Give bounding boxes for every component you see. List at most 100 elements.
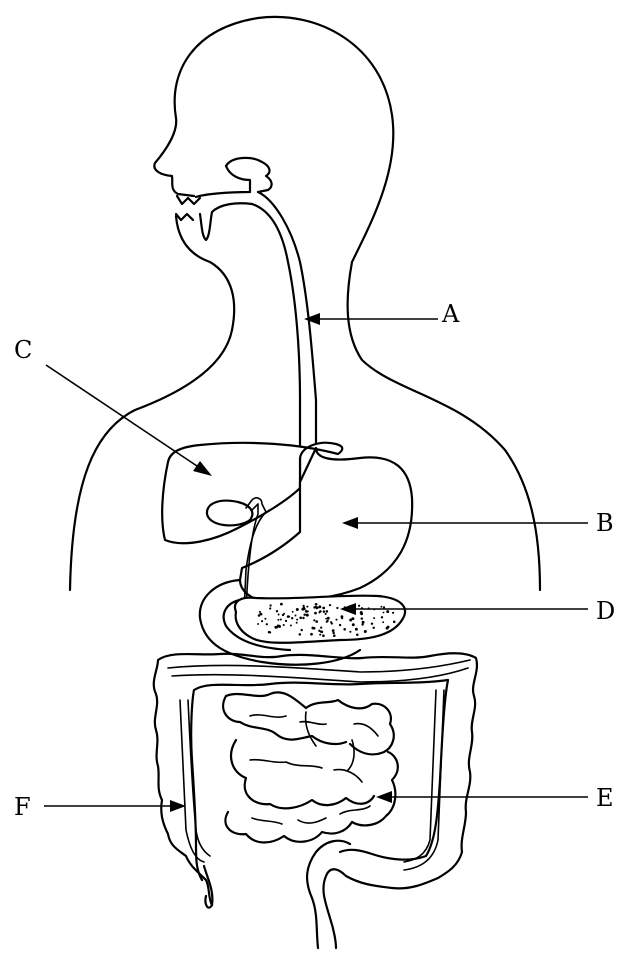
pancreas-texture-dot xyxy=(382,621,384,623)
pancreas-texture-dot xyxy=(277,619,279,621)
pancreas-texture-dot xyxy=(393,621,396,624)
pancreas-texture-dot xyxy=(299,617,302,620)
pancreas-texture-dot xyxy=(362,621,365,624)
lower-teeth xyxy=(176,214,193,220)
pancreas-texture-dot xyxy=(315,606,317,608)
pancreas-texture-dot xyxy=(296,622,298,624)
pancreas-texture-dot xyxy=(383,606,385,608)
pancreas-texture-dot xyxy=(290,625,292,627)
label-e: E xyxy=(596,784,614,812)
pancreas-texture-dot xyxy=(283,624,285,626)
colon-inner xyxy=(191,680,448,880)
pancreas-texture-dot xyxy=(278,614,280,616)
pancreas-texture-dot xyxy=(259,613,262,616)
pancreas-texture-dot xyxy=(264,618,266,620)
pancreas-texture-dot xyxy=(292,611,294,613)
pancreas-texture-dot xyxy=(305,610,308,613)
small-intestine-inner-2 xyxy=(250,760,362,782)
pancreas-texture-dot xyxy=(332,632,334,634)
arrow-c-line xyxy=(46,365,200,468)
pancreas-texture-dot xyxy=(318,605,321,608)
pancreas-texture-dot xyxy=(291,617,293,619)
pancreas-texture-dot xyxy=(315,620,318,623)
pancreas-texture-dot xyxy=(303,613,305,615)
pancreas-texture-dot xyxy=(327,617,330,620)
descending-colon-band xyxy=(404,690,436,862)
pancreas-texture-dot xyxy=(356,634,359,637)
pancreas-texture-dot xyxy=(361,623,363,625)
pancreas-texture-dot xyxy=(276,610,278,612)
pancreas-texture-dot xyxy=(329,604,331,606)
pancreas-texture-dot xyxy=(339,624,341,626)
pancreas xyxy=(235,596,405,643)
pancreas-texture-dot xyxy=(372,627,374,629)
pancreas-texture-dot xyxy=(288,616,290,618)
pancreas-texture-dot xyxy=(371,622,373,624)
pancreas-texture-dot xyxy=(349,631,351,633)
pancreas-texture-dot xyxy=(269,607,271,609)
label-c: C xyxy=(14,336,32,364)
pancreas-texture-dot xyxy=(315,603,318,606)
pancreas-texture-dot xyxy=(330,621,332,623)
oral-cavity-and-esophagus xyxy=(196,158,316,480)
pancreas-texture-dot xyxy=(325,613,327,615)
pancreas-texture-dot xyxy=(301,629,303,631)
pancreas-texture-dot xyxy=(269,604,271,606)
pancreas-texture-dot xyxy=(320,630,322,632)
pancreas-texture-dot xyxy=(318,611,320,613)
pancreas-texture-dot xyxy=(323,610,326,613)
pancreas-texture-dot xyxy=(343,628,346,631)
label-a: A xyxy=(441,300,460,328)
pancreas-texture-dot xyxy=(386,627,389,630)
arrow-f-head xyxy=(170,800,186,812)
descending-colon-band-2 xyxy=(404,690,444,870)
pancreas-texture-dot xyxy=(361,617,363,619)
pancreas-texture-dot xyxy=(296,608,299,611)
label-f: F xyxy=(14,793,31,821)
pancreas-texture-dot xyxy=(320,627,322,629)
pancreas-texture-dot xyxy=(280,618,282,620)
label-d: D xyxy=(596,597,615,625)
pancreas-texture-dot xyxy=(360,612,363,615)
pancreas-texture-dot xyxy=(311,627,314,630)
transverse-colon-band xyxy=(168,660,470,672)
pancreas-texture-dot xyxy=(266,623,268,625)
pancreas-texture-dot xyxy=(335,619,337,621)
pancreas-texture-dot xyxy=(322,634,325,637)
pancreas-texture-dot xyxy=(332,629,335,632)
tongue xyxy=(200,203,252,240)
colon-outer xyxy=(154,653,477,948)
pancreas-texture-dot xyxy=(269,631,271,633)
gallbladder xyxy=(207,501,252,526)
pancreas-texture-dot xyxy=(257,623,259,625)
pancreas-texture-dot xyxy=(380,606,382,608)
pancreas-texture-dot xyxy=(352,623,355,626)
esophagus-left-wall xyxy=(252,204,300,480)
label-b: B xyxy=(596,509,614,537)
pancreas-texture-dot xyxy=(355,628,358,631)
pancreas-texture-dot xyxy=(326,620,328,622)
pancreas-texture-dot xyxy=(351,617,354,620)
pancreas-texture-dot xyxy=(302,617,304,619)
pancreas-texture-dot xyxy=(303,606,305,608)
rectum xyxy=(307,841,350,948)
small-intestine xyxy=(223,692,398,842)
pancreas-texture-dot xyxy=(392,612,394,614)
small-intestine-inner-1 xyxy=(250,715,378,736)
pancreas-texture-dot xyxy=(280,603,283,606)
pancreas-texture-dot xyxy=(306,614,309,617)
pancreas-texture-dot xyxy=(310,633,313,636)
pancreas-texture-dot xyxy=(325,618,327,620)
pancreas-texture-dot xyxy=(322,607,325,610)
pancreas-texture-dot xyxy=(296,619,298,621)
arrow-e-head xyxy=(376,791,392,803)
pancreas-texture-dot xyxy=(282,614,284,616)
pancreas-texture-dot xyxy=(386,610,389,613)
pancreas-texture-dot xyxy=(306,606,308,608)
pancreas-texture-dot xyxy=(336,607,338,609)
pancreas-texture-dot xyxy=(333,634,336,637)
pancreas-texture-dot xyxy=(319,634,321,636)
pancreas-texture-dot xyxy=(313,619,315,621)
pancreas-texture-dot xyxy=(373,617,375,619)
